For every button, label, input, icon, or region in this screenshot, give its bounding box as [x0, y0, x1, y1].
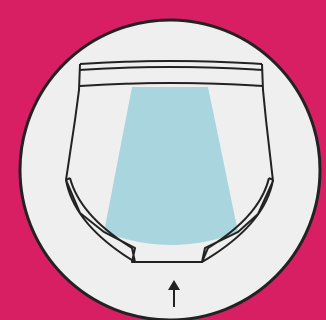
illustration-canvas	[0, 0, 326, 320]
underwear-illustration	[0, 0, 326, 320]
